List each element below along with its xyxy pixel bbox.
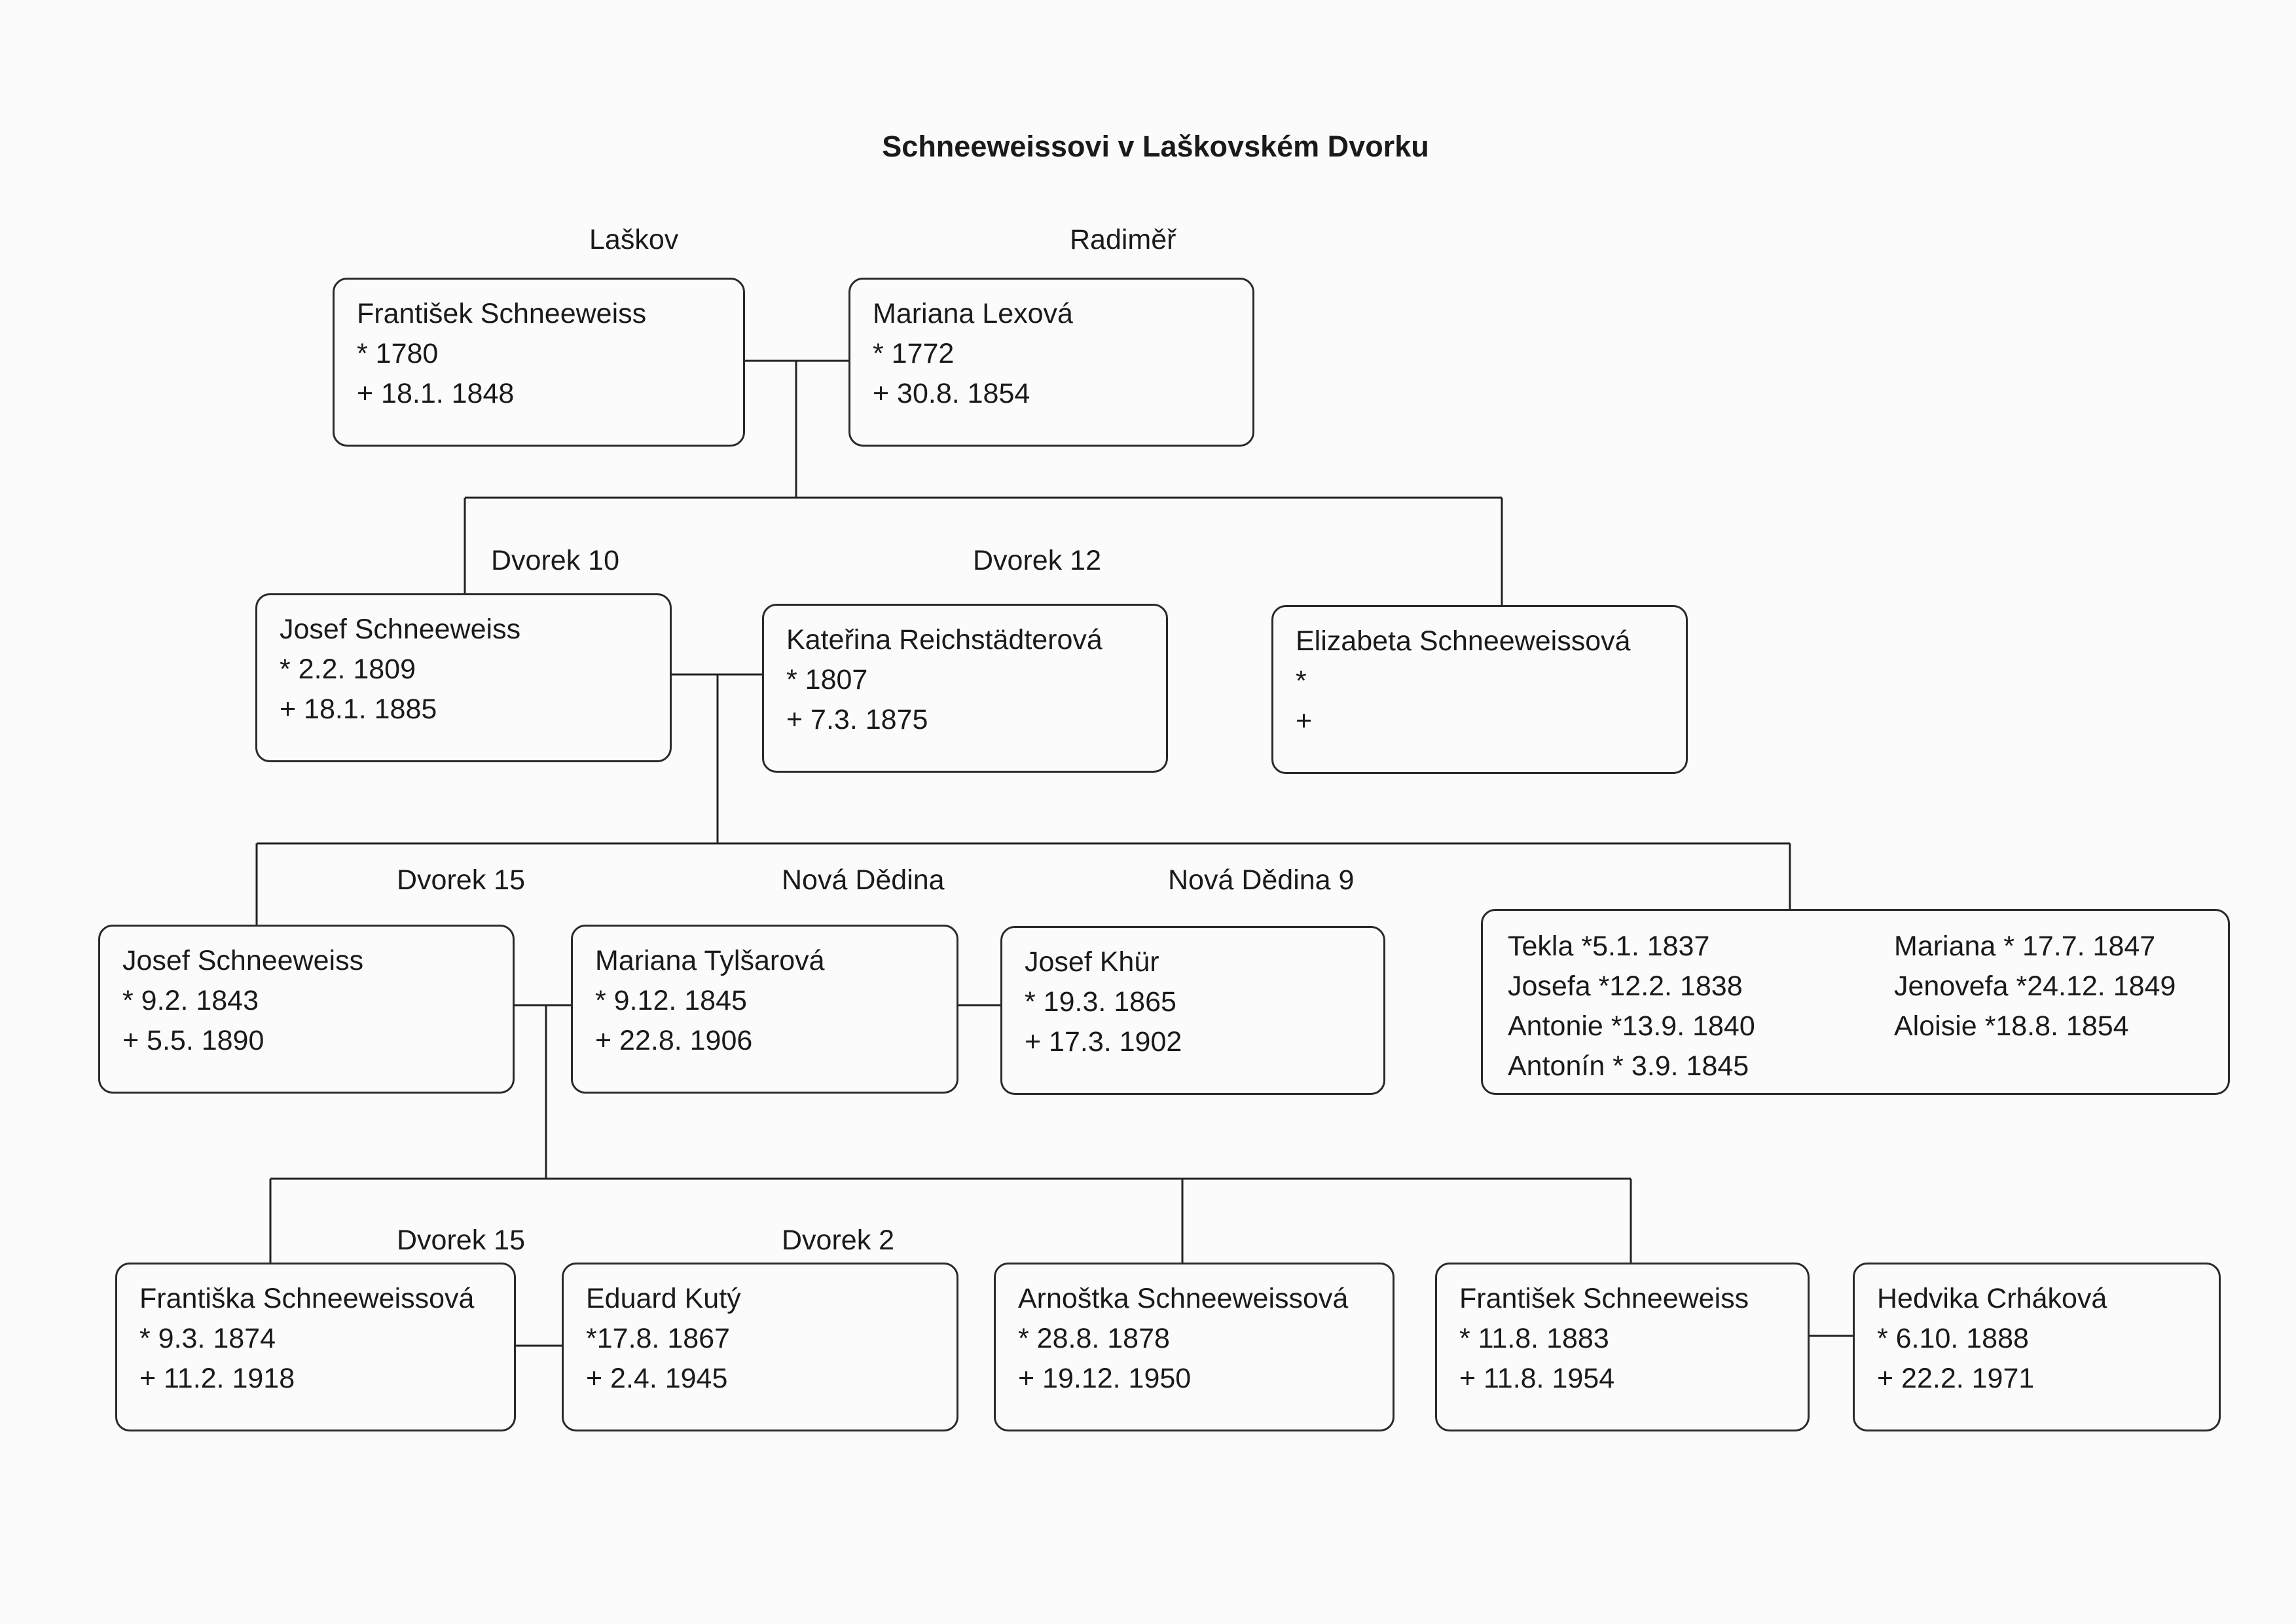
- person-box-elizabeta-schneeweissova: Elizabeta Schneeweissová * +: [1271, 605, 1688, 774]
- person-box-josef-khur: Josef Khür * 19.3. 1865 + 17.3. 1902: [1000, 926, 1385, 1095]
- person-box-frantiska-schneeweissova: Františka Schneeweissová * 9.3. 1874 + 1…: [115, 1263, 516, 1431]
- person-birth: * 9.12. 1845: [595, 985, 747, 1016]
- person-death: + 19.12. 1950: [1018, 1363, 1192, 1394]
- person-death: + 5.5. 1890: [122, 1025, 264, 1056]
- person-name: Mariana Lexová: [873, 298, 1073, 329]
- siblings-box: Tekla *5.1. 1837 Josefa *12.2. 1838 Anto…: [1481, 909, 2230, 1095]
- person-death: + 18.1. 1885: [280, 693, 437, 725]
- person-name: Josef Khür: [1025, 946, 1159, 978]
- person-birth: * 19.3. 1865: [1025, 986, 1176, 1018]
- sibling-entry: Antonín * 3.9. 1845: [1508, 1050, 1749, 1082]
- sibling-entry: Josefa *12.2. 1838: [1508, 970, 1743, 1002]
- place-label-dvorek-10: Dvorek 10: [491, 545, 619, 576]
- siblings-left-column: Tekla *5.1. 1837 Josefa *12.2. 1838 Anto…: [1508, 927, 1755, 1086]
- person-death: + 11.8. 1954: [1459, 1363, 1615, 1394]
- place-label-nova-dedina: Nová Dědina: [782, 864, 945, 896]
- place-label-dvorek-15: Dvorek 15: [397, 1225, 525, 1256]
- person-death: + 18.1. 1848: [357, 378, 515, 409]
- person-birth: * 9.2. 1843: [122, 985, 259, 1016]
- sibling-entry: Antonie *13.9. 1840: [1508, 1010, 1755, 1042]
- sibling-entry: Tekla *5.1. 1837: [1508, 931, 1710, 962]
- person-name: Josef Schneeweiss: [122, 945, 364, 976]
- person-box-katerina-reichstadterova: Kateřina Reichstädterová * 1807 + 7.3. 1…: [762, 604, 1168, 773]
- person-death: +: [1296, 705, 1313, 737]
- person-box-josef-schneeweiss-1843: Josef Schneeweiss * 9.2. 1843 + 5.5. 189…: [98, 925, 515, 1094]
- person-birth: * 6.10. 1888: [1877, 1323, 2029, 1354]
- person-name: Elizabeta Schneeweissová: [1296, 625, 1631, 657]
- person-birth: * 11.8. 1883: [1459, 1323, 1609, 1354]
- place-label-dvorek-15: Dvorek 15: [397, 864, 525, 896]
- person-death: + 11.2. 1918: [139, 1363, 295, 1394]
- person-box-hedvika-crhakova: Hedvika Crháková * 6.10. 1888 + 22.2. 19…: [1853, 1263, 2221, 1431]
- place-label-laskov: Laškov: [589, 224, 679, 255]
- person-death: + 30.8. 1854: [873, 378, 1030, 409]
- person-death: + 17.3. 1902: [1025, 1026, 1182, 1058]
- person-box-mariana-lexova: Mariana Lexová * 1772 + 30.8. 1854: [848, 278, 1254, 447]
- person-box-josef-schneeweiss-1809: Josef Schneeweiss * 2.2. 1809 + 18.1. 18…: [255, 593, 672, 762]
- person-birth: * 1807: [786, 664, 868, 695]
- person-birth: * 28.8. 1878: [1018, 1323, 1170, 1354]
- place-label-dvorek-12: Dvorek 12: [973, 545, 1101, 576]
- person-name: Františka Schneeweissová: [139, 1283, 475, 1314]
- person-death: + 22.2. 1971: [1877, 1363, 2035, 1394]
- person-box-eduard-kuty: Eduard Kutý *17.8. 1867 + 2.4. 1945: [562, 1263, 958, 1431]
- place-label-dvorek-2: Dvorek 2: [782, 1225, 895, 1256]
- sibling-entry: Aloisie *18.8. 1854: [1894, 1010, 2129, 1042]
- person-birth: * 1780: [357, 338, 439, 369]
- person-death: + 22.8. 1906: [595, 1025, 753, 1056]
- person-birth: * 9.3. 1874: [139, 1323, 276, 1354]
- person-birth: * 1772: [873, 338, 955, 369]
- person-birth: * 2.2. 1809: [280, 654, 416, 685]
- person-birth: *: [1296, 665, 1307, 697]
- person-box-arnostka-schneeweissova: Arnoštka Schneeweissová * 28.8. 1878 + 1…: [994, 1263, 1394, 1431]
- person-name: Kateřina Reichstädterová: [786, 624, 1102, 655]
- siblings-right-column: Mariana * 17.7. 1847 Jenovefa *24.12. 18…: [1894, 927, 2176, 1046]
- sibling-entry: Jenovefa *24.12. 1849: [1894, 970, 2176, 1002]
- page-title: Schneeweissovi v Laškovském Dvorku: [882, 130, 1429, 163]
- person-name: Josef Schneeweiss: [280, 614, 521, 645]
- place-label-radimer: Radiměř: [1070, 224, 1176, 255]
- sibling-entry: Mariana * 17.7. 1847: [1894, 931, 2156, 962]
- person-name: František Schneeweiss: [357, 298, 647, 329]
- person-birth: *17.8. 1867: [586, 1323, 730, 1354]
- person-name: Eduard Kutý: [586, 1283, 741, 1314]
- person-name: František Schneeweiss: [1459, 1283, 1749, 1314]
- person-name: Mariana Tylšarová: [595, 945, 825, 976]
- person-name: Hedvika Crháková: [1877, 1283, 2107, 1314]
- person-box-mariana-tylsarova: Mariana Tylšarová * 9.12. 1845 + 22.8. 1…: [571, 925, 958, 1094]
- place-label-nova-dedina-9: Nová Dědina 9: [1168, 864, 1355, 896]
- person-death: + 7.3. 1875: [786, 704, 928, 735]
- person-box-frantisek-schneeweiss-1883: František Schneeweiss * 11.8. 1883 + 11.…: [1435, 1263, 1810, 1431]
- person-name: Arnoštka Schneeweissová: [1018, 1283, 1349, 1314]
- person-death: + 2.4. 1945: [586, 1363, 728, 1394]
- person-box-frantisek-schneeweiss-1780: František Schneeweiss * 1780 + 18.1. 184…: [333, 278, 745, 447]
